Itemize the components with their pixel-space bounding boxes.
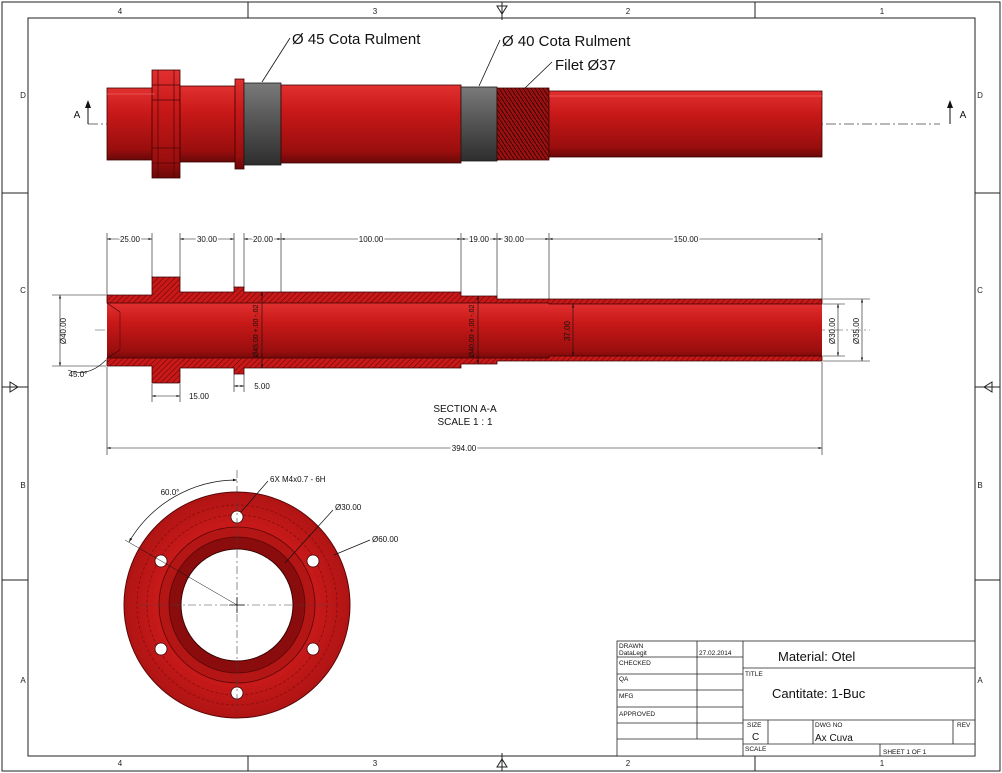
dim-394: 394.00 [452, 444, 477, 453]
col-label-3-bottom: 3 [373, 759, 378, 768]
callout-bearing-45: Ø 45 Cota Rulment [292, 31, 421, 48]
flange [151, 69, 181, 179]
leader-dia-60 [333, 539, 371, 556]
top-view-shaft [88, 69, 940, 179]
tb-title-label: TITLE [745, 671, 763, 678]
dim-15: 15.00 [189, 392, 210, 401]
tb-dwg-no: Ax Cuva [815, 733, 853, 744]
dim-30-b: 30.00 [504, 235, 525, 244]
dim-angle-60: 60.0° [161, 488, 180, 497]
shaft-right [548, 90, 823, 158]
tb-drawn-by: DataLegit [619, 650, 647, 657]
section-marker-left-label: A [74, 110, 81, 121]
shaft-mid-1 [179, 85, 237, 163]
dim-5: 5.00 [254, 382, 270, 391]
section-marker-right-label: A [960, 110, 967, 121]
section-marker-left [85, 100, 91, 124]
section-wall-bottom [106, 355, 823, 384]
callout-thread: Filet Ø37 [555, 57, 616, 74]
section-scale: SCALE 1 : 1 [437, 417, 492, 428]
dim-dia-45-tol: Ø45.00 +.00 -.02 [253, 305, 260, 358]
tb-dwg-label: DWG NO [815, 722, 842, 729]
tb-qa-label: QA [619, 676, 629, 683]
row-label-b-left: B [20, 481, 25, 490]
col-label-2-top: 2 [626, 7, 631, 16]
dim-20: 20.00 [253, 235, 274, 244]
tb-date: 27.02.2014 [699, 650, 732, 657]
collar-ring [234, 78, 245, 170]
dim-30-a: 30.00 [197, 235, 218, 244]
dim-25: 25.00 [120, 235, 141, 244]
section-marker-right [947, 100, 953, 124]
callout-bearing-40: Ø 40 Cota Rulment [502, 33, 631, 50]
dim-dia-35-outer: Ø35.00 [852, 317, 861, 344]
col-label-3-top: 3 [373, 7, 378, 16]
col-label-4-bottom: 4 [118, 759, 123, 768]
row-label-c-left: C [20, 286, 26, 295]
shaft-mid-2 [280, 84, 462, 164]
row-label-d-right: D [977, 91, 983, 100]
dim-end-dia-30: Ø30.00 [335, 503, 362, 512]
row-label-d-left: D [20, 91, 26, 100]
row-label-a-right: A [977, 676, 983, 685]
section-wall-top [106, 276, 823, 305]
row-label-a-left: A [20, 676, 26, 685]
callout-leader-45 [261, 37, 291, 83]
dim-end-dia-60: Ø60.00 [372, 535, 399, 544]
dim-150: 150.00 [674, 235, 699, 244]
dim-19: 19.00 [469, 235, 490, 244]
section-dimension-lines [52, 233, 870, 455]
col-label-1-top: 1 [880, 7, 885, 16]
row-label-c-right: C [977, 286, 983, 295]
tb-size: C [752, 732, 759, 743]
center-mark-right [978, 381, 996, 393]
section-view [95, 276, 870, 384]
tb-rev-label: REV [957, 722, 971, 729]
tb-material: Material: Otel [778, 649, 855, 664]
col-label-4-top: 4 [118, 7, 123, 16]
center-mark-left [6, 381, 26, 393]
end-view-angle-arc [128, 478, 238, 543]
tb-approved-label: APPROVED [619, 711, 655, 718]
tb-mfg-label: MFG [619, 693, 633, 700]
end-view-flange [123, 470, 351, 719]
center-mark-top [496, 5, 508, 20]
callout-leader-40 [478, 39, 501, 87]
shaft-left-end [106, 87, 156, 161]
dim-100: 100.00 [359, 235, 384, 244]
thread-section [496, 87, 550, 161]
col-label-1-bottom: 1 [880, 759, 885, 768]
leader-holes [240, 480, 269, 513]
tb-size-label: SIZE [747, 722, 762, 729]
dim-dia-40-left: Ø40.00 [59, 317, 68, 344]
tb-quantity: Cantitate: 1-Buc [772, 686, 866, 701]
dim-dia-40-tol: Ø40.00 +.00 -.02 [469, 305, 476, 358]
dim-dia-30-bore: Ø30.00 [828, 317, 837, 344]
tb-drawn-label: DRAWN [619, 643, 644, 650]
tb-checked-label: CHECKED [619, 660, 651, 667]
leader-dia-30 [284, 509, 334, 564]
section-bore [107, 303, 822, 360]
row-label-b-right: B [977, 481, 982, 490]
dim-chamfer-45: 45.0° [69, 370, 88, 379]
col-label-2-bottom: 2 [626, 759, 631, 768]
callout-leader-thread [524, 61, 553, 89]
center-mark-bottom [496, 753, 508, 768]
note-holes: 6X M4x0.7 - 6H [270, 475, 326, 484]
tb-sheet: SHEET 1 OF 1 [883, 749, 927, 756]
bearing-seat-40 [460, 86, 498, 162]
section-label: SECTION A-A [433, 404, 497, 415]
bearing-seat-45 [243, 82, 282, 166]
title-block [616, 640, 976, 757]
dim-thread-37: 37.00 [563, 320, 572, 341]
tb-scale-label: SCALE [745, 746, 767, 753]
